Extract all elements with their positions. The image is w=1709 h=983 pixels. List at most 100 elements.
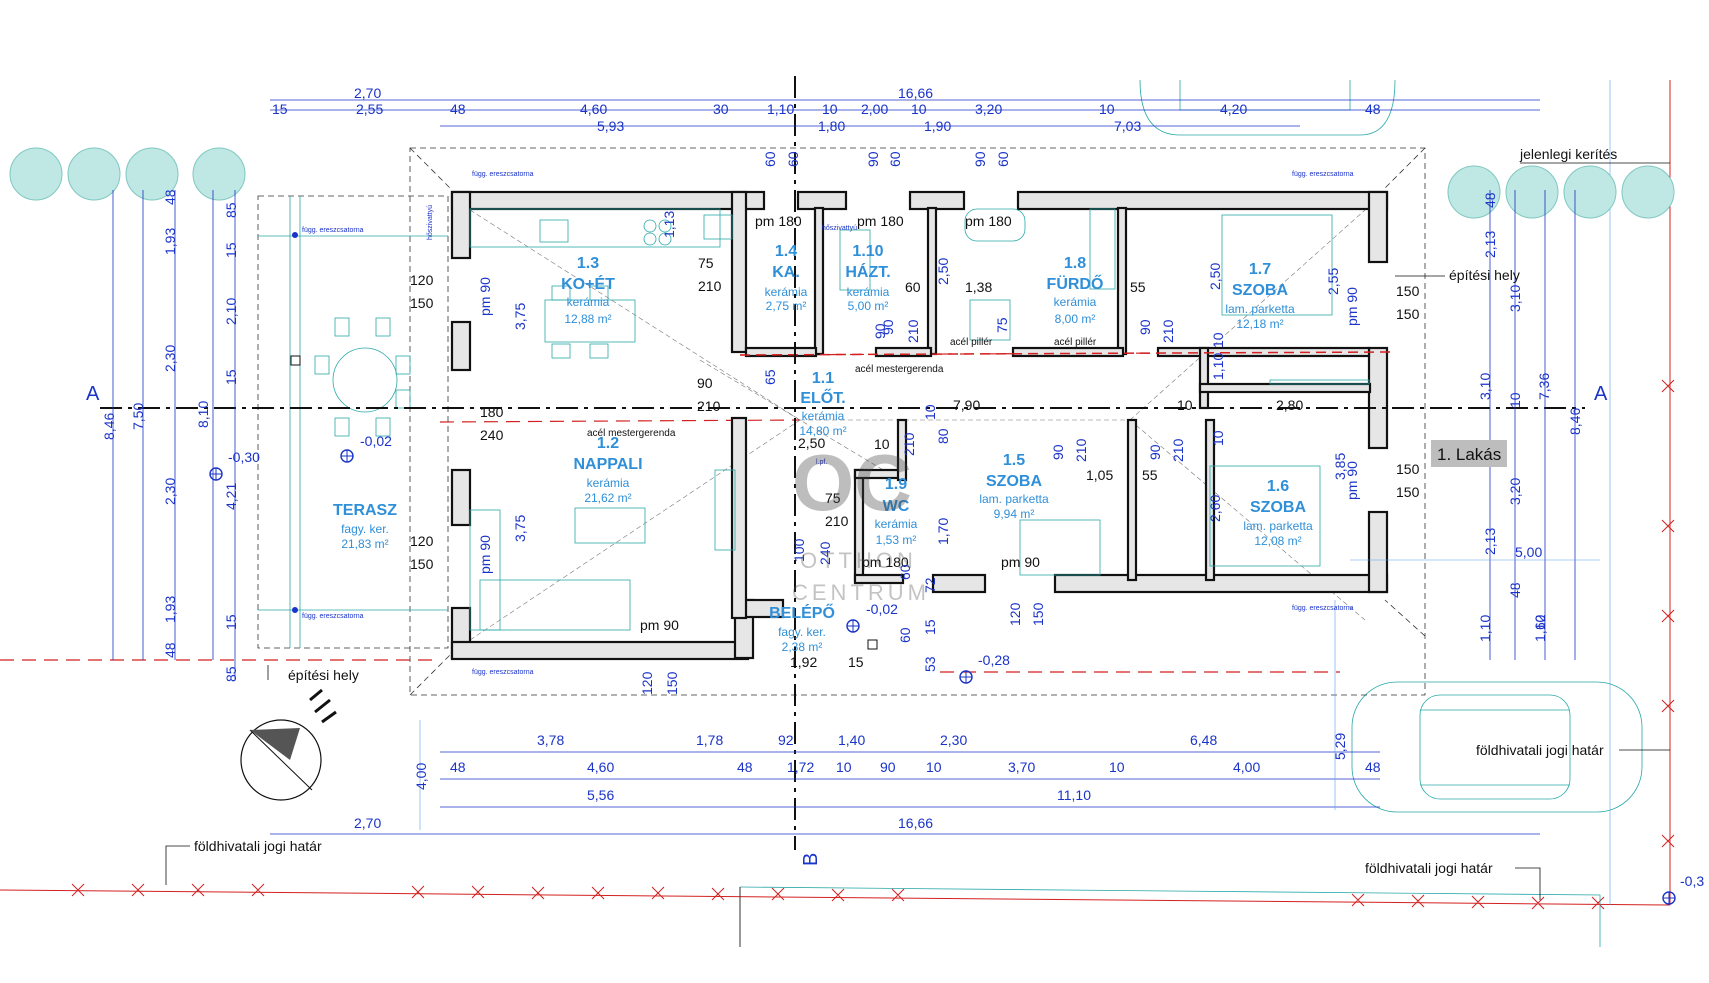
svg-text:150: 150 bbox=[1030, 602, 1046, 626]
svg-text:3,78: 3,78 bbox=[537, 732, 564, 748]
svg-text:11,10: 11,10 bbox=[1057, 787, 1091, 803]
room-1-5: 1.5 SZOBA lam. parketta 9,94 m² bbox=[979, 452, 1049, 521]
svg-text:1.5: 1.5 bbox=[1003, 452, 1025, 469]
svg-text:90: 90 bbox=[1050, 444, 1066, 460]
svg-text:pm 90: pm 90 bbox=[477, 277, 493, 316]
svg-text:építési hely: építési hely bbox=[1449, 267, 1520, 283]
svg-text:90: 90 bbox=[880, 319, 896, 335]
svg-text:7,50: 7,50 bbox=[130, 403, 146, 430]
svg-text:OC: OC bbox=[792, 438, 912, 527]
svg-text:90: 90 bbox=[1147, 444, 1163, 460]
svg-text:1,10: 1,10 bbox=[1477, 615, 1493, 642]
svg-text:függ. ereszcsatorna: függ. ereszcsatorna bbox=[302, 227, 364, 234]
svg-text:ELŐT.: ELŐT. bbox=[800, 388, 845, 407]
svg-text:fagy. ker.: fagy. ker. bbox=[778, 625, 826, 639]
svg-text:12,88 m²: 12,88 m² bbox=[564, 312, 611, 326]
svg-text:60: 60 bbox=[995, 151, 1011, 167]
svg-text:15: 15 bbox=[223, 614, 239, 630]
svg-text:15: 15 bbox=[272, 101, 288, 117]
svg-text:CENTRUM: CENTRUM bbox=[792, 580, 930, 605]
svg-text:75: 75 bbox=[698, 255, 714, 271]
bottom-dimensions: 3,78 1,78 92 1,40 2,30 6,48 48 4,60 48 1… bbox=[354, 732, 1381, 831]
furniture bbox=[469, 208, 1370, 631]
svg-text:60: 60 bbox=[785, 151, 801, 167]
svg-text:2,30: 2,30 bbox=[162, 478, 178, 505]
svg-text:1,93: 1,93 bbox=[162, 228, 178, 255]
svg-text:48: 48 bbox=[162, 189, 178, 205]
dimension-lines bbox=[112, 99, 1600, 835]
svg-text:10: 10 bbox=[1177, 397, 1193, 413]
svg-text:pm 180: pm 180 bbox=[965, 213, 1012, 229]
svg-text:2,10: 2,10 bbox=[223, 298, 239, 325]
svg-text:8,46: 8,46 bbox=[101, 413, 117, 440]
svg-text:5,56: 5,56 bbox=[587, 787, 614, 803]
parked-car-bottom-right bbox=[1351, 681, 1643, 813]
svg-text:kerámia: kerámia bbox=[567, 295, 610, 309]
svg-text:120: 120 bbox=[1007, 602, 1023, 626]
left-dimensions: 8,46 7,50 48 1,93 2,30 2,30 1,93 48 8,10… bbox=[101, 189, 239, 682]
svg-text:90: 90 bbox=[880, 759, 896, 775]
svg-text:120: 120 bbox=[410, 533, 434, 549]
svg-text:90: 90 bbox=[872, 323, 888, 339]
svg-text:SZOBA: SZOBA bbox=[1250, 499, 1306, 516]
svg-text:10: 10 bbox=[1099, 101, 1115, 117]
svg-text:10: 10 bbox=[1210, 430, 1226, 446]
steel-beam-lines bbox=[739, 351, 1391, 356]
svg-text:1,10: 1,10 bbox=[767, 101, 794, 117]
svg-text:kerámia: kerámia bbox=[875, 517, 918, 531]
svg-text:3,75: 3,75 bbox=[512, 303, 528, 330]
axis-label-b: B bbox=[800, 853, 822, 866]
svg-text:TERASZ: TERASZ bbox=[333, 502, 397, 519]
svg-text:3,20: 3,20 bbox=[975, 101, 1002, 117]
svg-text:-0,30: -0,30 bbox=[228, 449, 260, 465]
svg-text:1,72: 1,72 bbox=[787, 759, 814, 775]
svg-text:4,00: 4,00 bbox=[1233, 759, 1260, 775]
svg-text:2,38 m²: 2,38 m² bbox=[782, 640, 823, 654]
svg-text:15: 15 bbox=[223, 242, 239, 258]
svg-text:2,60: 2,60 bbox=[1207, 495, 1223, 522]
room-1-2: 1.2 NAPPALI kerámia 21,62 m² bbox=[573, 435, 642, 505]
svg-text:4,60: 4,60 bbox=[580, 101, 607, 117]
svg-text:5,29: 5,29 bbox=[1332, 733, 1348, 760]
room-belepo: BELÉPŐ fagy. ker. 2,38 m² bbox=[769, 603, 835, 654]
svg-text:1.4: 1.4 bbox=[775, 243, 797, 260]
svg-text:függ. ereszcsatorna: függ. ereszcsatorna bbox=[1292, 171, 1354, 178]
svg-text:1,70: 1,70 bbox=[935, 518, 951, 545]
svg-text:1,92: 1,92 bbox=[790, 654, 817, 670]
svg-text:1,78: 1,78 bbox=[696, 732, 723, 748]
svg-text:21,62 m²: 21,62 m² bbox=[584, 491, 631, 505]
svg-text:-0,02: -0,02 bbox=[866, 601, 898, 617]
svg-text:pm 90: pm 90 bbox=[1001, 554, 1040, 570]
downpipe-marker bbox=[292, 232, 298, 238]
svg-text:14,80 m²: 14,80 m² bbox=[799, 424, 846, 438]
svg-text:8,10: 8,10 bbox=[195, 401, 211, 428]
svg-text:15: 15 bbox=[848, 654, 864, 670]
axis-label-a-left: A bbox=[86, 383, 100, 405]
svg-text:48: 48 bbox=[1365, 759, 1381, 775]
svg-text:90: 90 bbox=[972, 151, 988, 167]
svg-text:10: 10 bbox=[874, 436, 890, 452]
svg-text:fagy. ker.: fagy. ker. bbox=[341, 522, 389, 536]
svg-text:8,46: 8,46 bbox=[1567, 408, 1583, 435]
svg-text:NAPPALI: NAPPALI bbox=[573, 456, 642, 473]
svg-text:1,93: 1,93 bbox=[162, 596, 178, 623]
top-dimensions: 2,70 16,66 15 2,55 48 4,60 30 1,10 10 2,… bbox=[272, 85, 1381, 134]
svg-text:2,30: 2,30 bbox=[940, 732, 967, 748]
room-1-6: 1.6 SZOBA lam. parketta 12,08 m² bbox=[1243, 478, 1313, 548]
svg-text:1,10: 1,10 bbox=[1210, 353, 1226, 380]
svg-text:-0,28: -0,28 bbox=[978, 652, 1010, 668]
svg-text:KA.: KA. bbox=[772, 264, 800, 281]
parked-car-top-right bbox=[1139, 79, 1396, 136]
svg-text:90: 90 bbox=[1137, 319, 1153, 335]
svg-text:75: 75 bbox=[994, 317, 1010, 333]
svg-text:1,13: 1,13 bbox=[661, 211, 677, 238]
svg-text:FÜRDŐ: FÜRDŐ bbox=[1047, 274, 1104, 293]
svg-text:függ. ereszcsatorna: függ. ereszcsatorna bbox=[1292, 605, 1354, 612]
room-1-10: 1.10 HÁZT. kerámia 5,00 m² bbox=[845, 243, 890, 313]
svg-text:55: 55 bbox=[1130, 279, 1146, 295]
svg-text:210: 210 bbox=[697, 398, 721, 414]
svg-text:65: 65 bbox=[762, 369, 778, 385]
svg-text:85: 85 bbox=[223, 202, 239, 218]
svg-text:120: 120 bbox=[410, 272, 434, 288]
svg-text:jelenlegi kerítés: jelenlegi kerítés bbox=[1519, 146, 1617, 162]
